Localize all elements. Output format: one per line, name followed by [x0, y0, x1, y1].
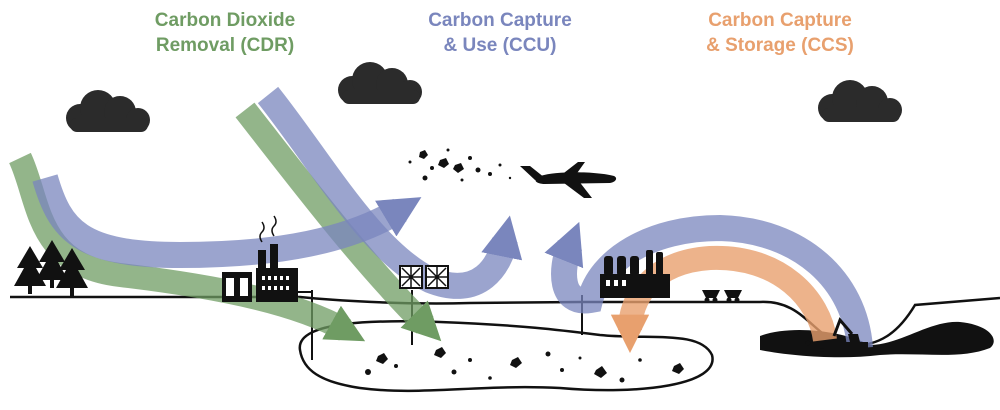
co2-particle-icon: [408, 148, 512, 182]
co2-particle-icon: [365, 340, 824, 383]
ground-line: [10, 295, 1000, 348]
cloud-icon: [66, 90, 150, 132]
factory-icon: [222, 215, 313, 302]
ccu-title-line2: & Use (CCU): [443, 35, 557, 56]
direct-air-capture-fan-icon: [399, 265, 423, 289]
ccs-title-line2: & Storage (CCS): [706, 35, 854, 56]
cdr-flow-arrow: [9, 152, 366, 342]
storage-pit: [760, 321, 994, 358]
mine-cart-icon: [724, 290, 742, 303]
direct-air-capture-fan-icon: [425, 265, 449, 289]
ccu-title-line1: Carbon Capture: [428, 10, 572, 31]
cdr-title: Carbon Dioxide Removal (CDR): [120, 8, 330, 58]
ccu-flow-arrow: [32, 174, 422, 269]
mine-cart-icon: [702, 290, 720, 303]
cdr-title-line1: Carbon Dioxide: [154, 10, 296, 31]
ccu-title: Carbon Capture & Use (CCU): [395, 8, 605, 58]
ccs-title: Carbon Capture & Storage (CCS): [675, 8, 885, 58]
cloud-icon: [338, 62, 422, 104]
ccs-flow-arrow: [610, 245, 837, 354]
ccs-title-line1: Carbon Capture: [708, 10, 852, 31]
excavator-icon: [832, 317, 868, 350]
cloud-icon: [818, 80, 902, 122]
underground-reservoir: [298, 320, 714, 393]
industrial-plant-icon: [600, 250, 670, 298]
airplane-icon: [520, 162, 617, 198]
cdr-flow-arrow: [235, 102, 442, 342]
ccu-flow-arrow: [544, 214, 873, 350]
cdr-title-line2: Removal (CDR): [155, 35, 295, 56]
